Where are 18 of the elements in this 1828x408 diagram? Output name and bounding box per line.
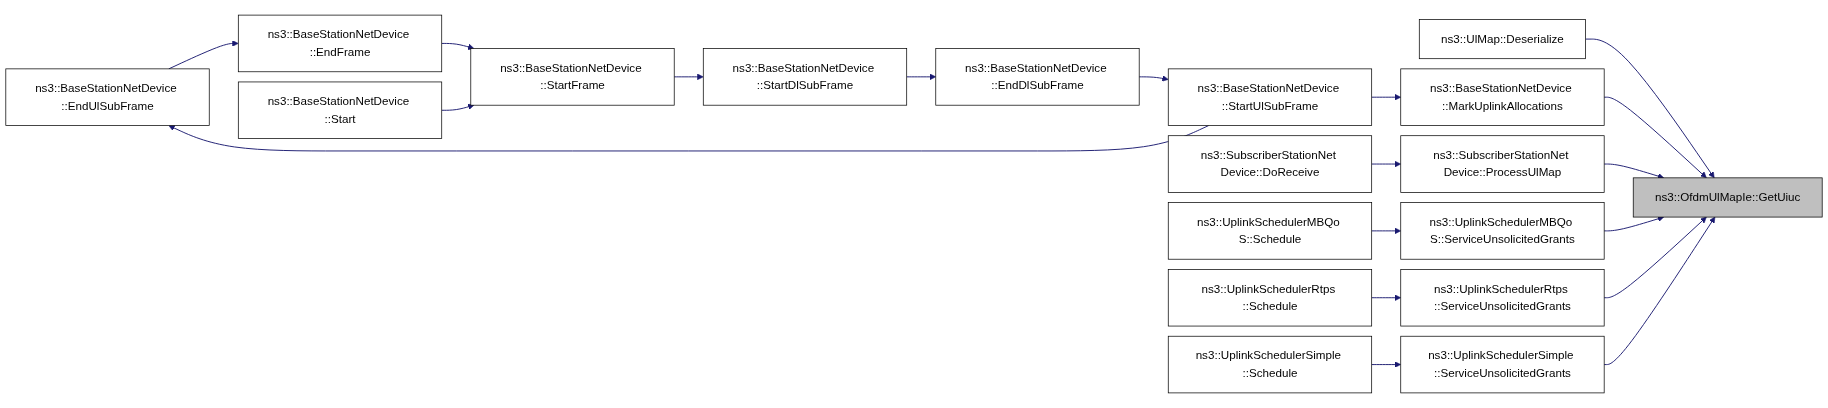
- node-box: ns3::BaseStationNetDevice ::EndFrame: [237, 14, 443, 73]
- node-box: ns3::BaseStationNetDevice ::StartDlSubFrame: [702, 48, 908, 106]
- node-box: ns3::UplinkSchedulerRtps ::Schedule: [1167, 269, 1373, 327]
- node-box: ns3::UplinkSchedulerSimple ::ServiceUnsolicitedGrants: [1400, 335, 1605, 394]
- node-box: ns3::BaseStationNetDevice ::EndDlSubFrame: [935, 48, 1140, 106]
- node-box: ns3::UlMap::Deserialize: [1418, 19, 1586, 60]
- node-box: ns3::OfdmUlMapIe::GetUiuc: [1632, 177, 1823, 218]
- node-box: ns3::BaseStationNetDevice ::StartUlSubFrame: [1167, 68, 1373, 126]
- node-box: ns3::UplinkSchedulerSimple ::Schedule: [1167, 335, 1373, 394]
- node-box: ns3::SubscriberStationNet Device::ProcessUlMap: [1400, 135, 1605, 193]
- node-box: ns3::BaseStationNetDevice ::EndUlSubFrame: [5, 68, 210, 126]
- node-box: ns3::SubscriberStationNet Device::DoReceive: [1167, 135, 1373, 193]
- node-box: ns3::BaseStationNetDevice ::Start: [237, 81, 443, 139]
- node-box: ns3::UplinkSchedulerMBQo S::ServiceUnsolicitedGrants: [1400, 202, 1605, 260]
- node-box: ns3::UplinkSchedulerMBQo S::Schedule: [1167, 202, 1373, 260]
- node-box: ns3::BaseStationNetDevice ::StartFrame: [470, 48, 675, 106]
- node-box: ns3::UplinkSchedulerRtps ::ServiceUnsolicitedGrants: [1400, 269, 1605, 327]
- node-box: ns3::BaseStationNetDevice ::MarkUplinkAllocations: [1400, 68, 1605, 126]
